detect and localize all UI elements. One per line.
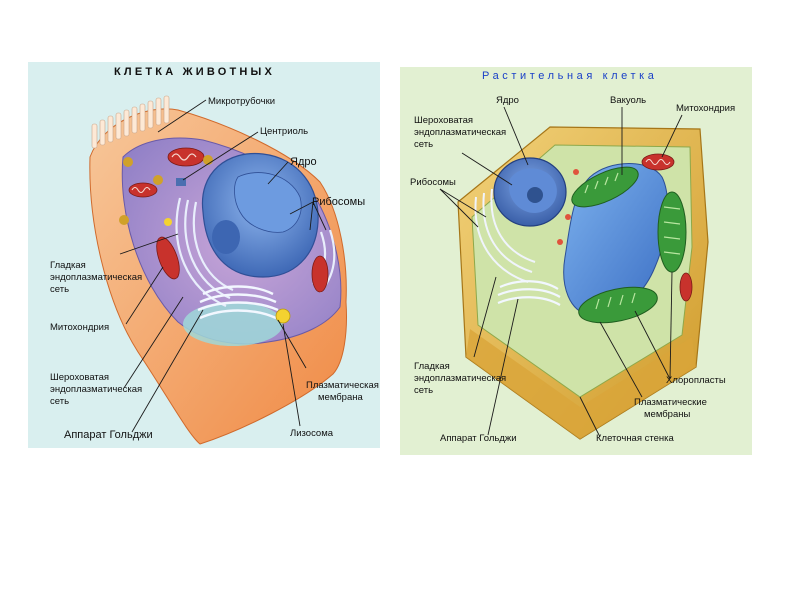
plant-cell-title: Растительная клетка <box>482 70 658 82</box>
animal-nucleus <box>201 152 319 278</box>
label-golgi-plant: Аппарат Гольджи <box>440 433 517 444</box>
label-rough-er-plant-3: сеть <box>414 139 433 150</box>
label-nucleus-animal: Ядро <box>290 156 317 168</box>
label-smooth-er-3: сеть <box>50 284 69 295</box>
plant-cell-diagram: Растительная клетка <box>400 67 752 455</box>
label-ribosomes-plant: Рибосомы <box>410 177 456 188</box>
label-smooth-er-1: Гладкая <box>50 260 86 271</box>
label-smooth-er-2: эндоплазматическая <box>50 272 142 283</box>
label-mitochondria-animal: Митохондрия <box>50 322 109 333</box>
label-smooth-er-plant-1: Гладкая <box>414 361 450 372</box>
label-vacuole: Вакуоль <box>610 95 646 106</box>
label-golgi-animal: Аппарат Гольджи <box>64 429 153 441</box>
animal-leader-lines <box>119 99 327 433</box>
label-smooth-er-plant-3: сеть <box>414 385 433 396</box>
label-ribosomes-animal: Рибосомы <box>312 196 365 208</box>
plant-er <box>474 188 536 283</box>
label-mitochondria-plant: Митохондрия <box>676 103 735 114</box>
animal-granules <box>119 155 291 324</box>
label-rough-er-animal-3: сеть <box>50 396 69 407</box>
animal-mitochondria <box>128 147 329 293</box>
animal-cell-diagram: КЛЕТКА ЖИВОТНЫХ <box>28 62 380 448</box>
plant-cell-svg: Растительная клетка <box>410 70 735 444</box>
plant-chloroplasts <box>571 166 687 324</box>
plant-leader-lines <box>439 106 683 438</box>
label-centriole: Центриоль <box>260 126 308 137</box>
plant-golgi <box>497 280 561 306</box>
label-plasma-membranes-1: Плазматические <box>634 397 707 408</box>
label-rough-er-plant-2: эндоплазматическая <box>414 127 506 138</box>
centriole <box>176 178 186 186</box>
animal-golgi <box>197 285 279 320</box>
label-plasma-membrane-1: Плазматическая <box>306 380 379 391</box>
plant-wall-front-face <box>466 329 696 439</box>
animal-cell-svg: КЛЕТКА ЖИВОТНЫХ <box>50 66 379 445</box>
plant-ribosomes <box>557 169 579 245</box>
label-plasma-membranes-2: мембраны <box>644 409 690 420</box>
animal-cell-title: КЛЕТКА ЖИВОТНЫХ <box>114 66 275 78</box>
microvilli <box>91 95 170 149</box>
label-chloroplasts: Хлоропласты <box>666 375 726 386</box>
label-rough-er-animal-1: Шероховатая <box>50 372 109 383</box>
label-smooth-er-plant-2: эндоплазматическая <box>414 373 506 384</box>
plant-mitochondria <box>641 153 693 302</box>
label-lysosome: Лизосома <box>290 428 334 439</box>
label-nucleus-plant: Ядро <box>496 95 519 106</box>
plant-nucleus <box>493 157 567 227</box>
lysosome <box>275 308 291 324</box>
label-plasma-membrane-2: мембрана <box>318 392 363 403</box>
label-microtubules: Микротрубочки <box>208 96 275 107</box>
label-cell-wall: Клеточная стенка <box>596 433 675 444</box>
label-rough-er-animal-2: эндоплазматическая <box>50 384 142 395</box>
label-rough-er-plant-1: Шероховатая <box>414 115 473 126</box>
golgi-zone <box>183 302 283 346</box>
